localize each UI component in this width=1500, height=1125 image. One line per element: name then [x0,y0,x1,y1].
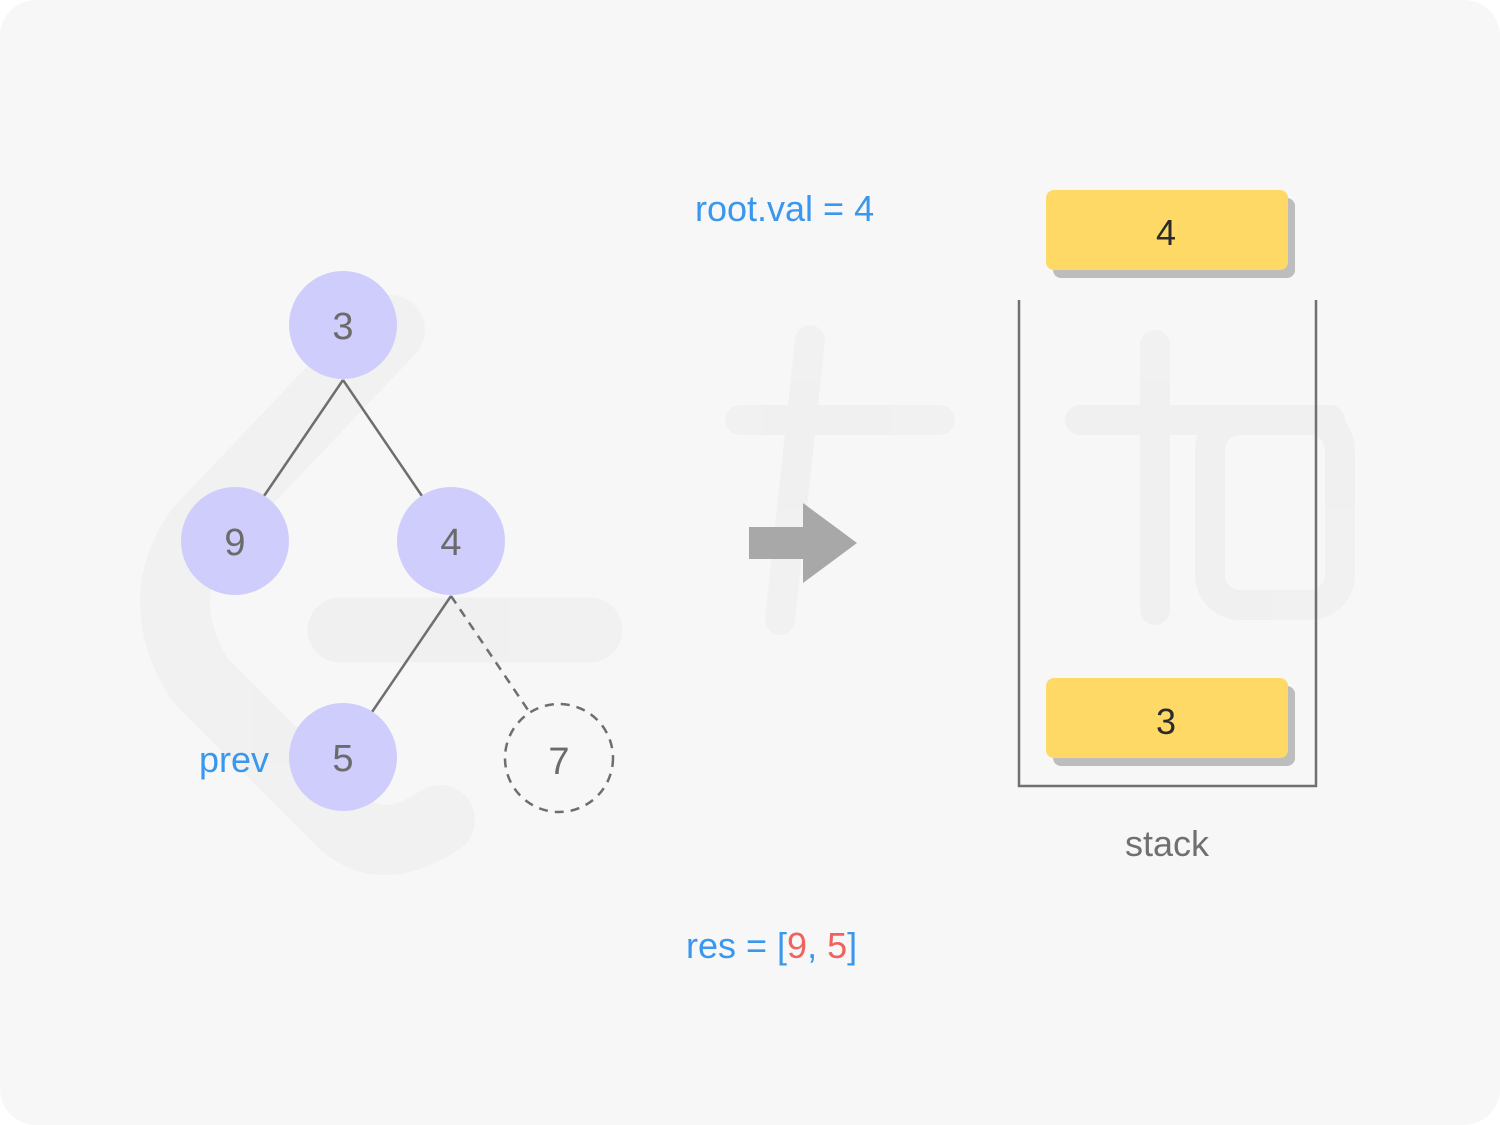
tree-node-4: 4 [397,487,505,595]
stack-item-pushing: 4 [1046,190,1295,278]
tree-node-3: 3 [289,271,397,379]
svg-text:4: 4 [1156,212,1176,253]
edge-3-9 [262,379,345,497]
result-value-0: 9 [787,925,807,966]
edge-4-7 [449,595,530,711]
result-separator: , [807,925,827,966]
watermark-logo [140,295,1355,875]
tree-edges [262,379,530,713]
svg-text:7: 7 [548,741,569,783]
tree-node-7-dashed: 7 [503,702,615,814]
tree-node-9: 9 [181,487,289,595]
edge-4-5 [370,595,453,713]
result-prefix: res = [ [686,925,787,966]
root-val-label: root.val = 4 [695,188,874,229]
stack-item-bottom: 3 [1046,678,1295,766]
stack-container [1017,300,1318,788]
svg-text:9: 9 [224,522,245,564]
result-suffix: ] [847,925,857,966]
edge-3-4 [341,379,424,497]
right-arrow-icon [749,503,857,583]
stack-caption: stack [1125,823,1210,864]
result-value-1: 5 [827,925,847,966]
tree-node-5: 5 [289,703,397,811]
svg-text:3: 3 [1156,701,1176,742]
prev-label: prev [199,739,269,780]
svg-text:4: 4 [440,522,461,564]
result-line: res = [9, 5] [686,925,857,966]
svg-text:3: 3 [332,306,353,348]
svg-text:5: 5 [332,738,353,780]
